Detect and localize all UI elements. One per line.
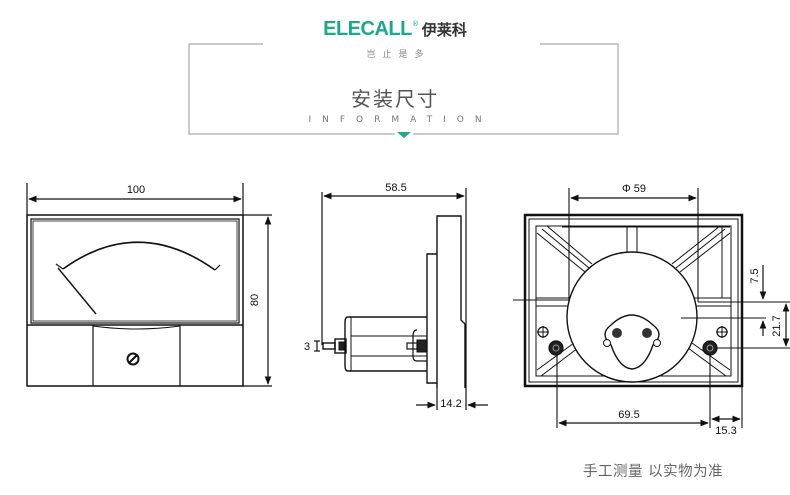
dim-offset-label: 7.5 — [749, 268, 761, 283]
dim-edge-offset-label: 15.3 — [715, 425, 736, 437]
measurement-note: 手工测量 以实物为准 — [583, 464, 724, 480]
triangle-down-icon — [397, 132, 411, 138]
side-view — [314, 188, 488, 410]
registered-mark: ® — [411, 20, 419, 28]
header-frame — [188, 43, 619, 135]
terminal-right — [702, 326, 728, 356]
diameter-symbol: Φ — [622, 183, 631, 195]
dim-stud-label: 3 — [304, 341, 310, 353]
back-view — [513, 188, 790, 428]
dim-width-label: 100 — [127, 184, 145, 196]
meter-needle — [57, 267, 97, 315]
zero-adjust-screw-icon — [126, 352, 140, 366]
brand-name-chinese: 伊莱科 — [421, 21, 467, 39]
dim-height-label: 80 — [249, 294, 261, 306]
front-view — [26, 183, 272, 387]
socket-holes — [603, 328, 661, 347]
dim-terminal-offset-label: 21.7 — [771, 315, 783, 336]
brand-name-latin: ELECALL — [323, 18, 412, 40]
diameter-value: 59 — [634, 183, 646, 195]
dim-terminal-spacing-label: 69.5 — [618, 409, 639, 421]
dim-depth-label: 58.5 — [385, 182, 406, 194]
dim-bezel-label: 14.2 — [440, 398, 461, 410]
brand-logo: ELECALL®伊莱科 — [0, 18, 790, 41]
section-subtitle: INFORMATION — [308, 115, 493, 125]
section-title: 安装尺寸 — [351, 87, 439, 111]
brand-slogan: 岂止是多 — [366, 50, 431, 60]
terminal-left — [537, 326, 564, 356]
